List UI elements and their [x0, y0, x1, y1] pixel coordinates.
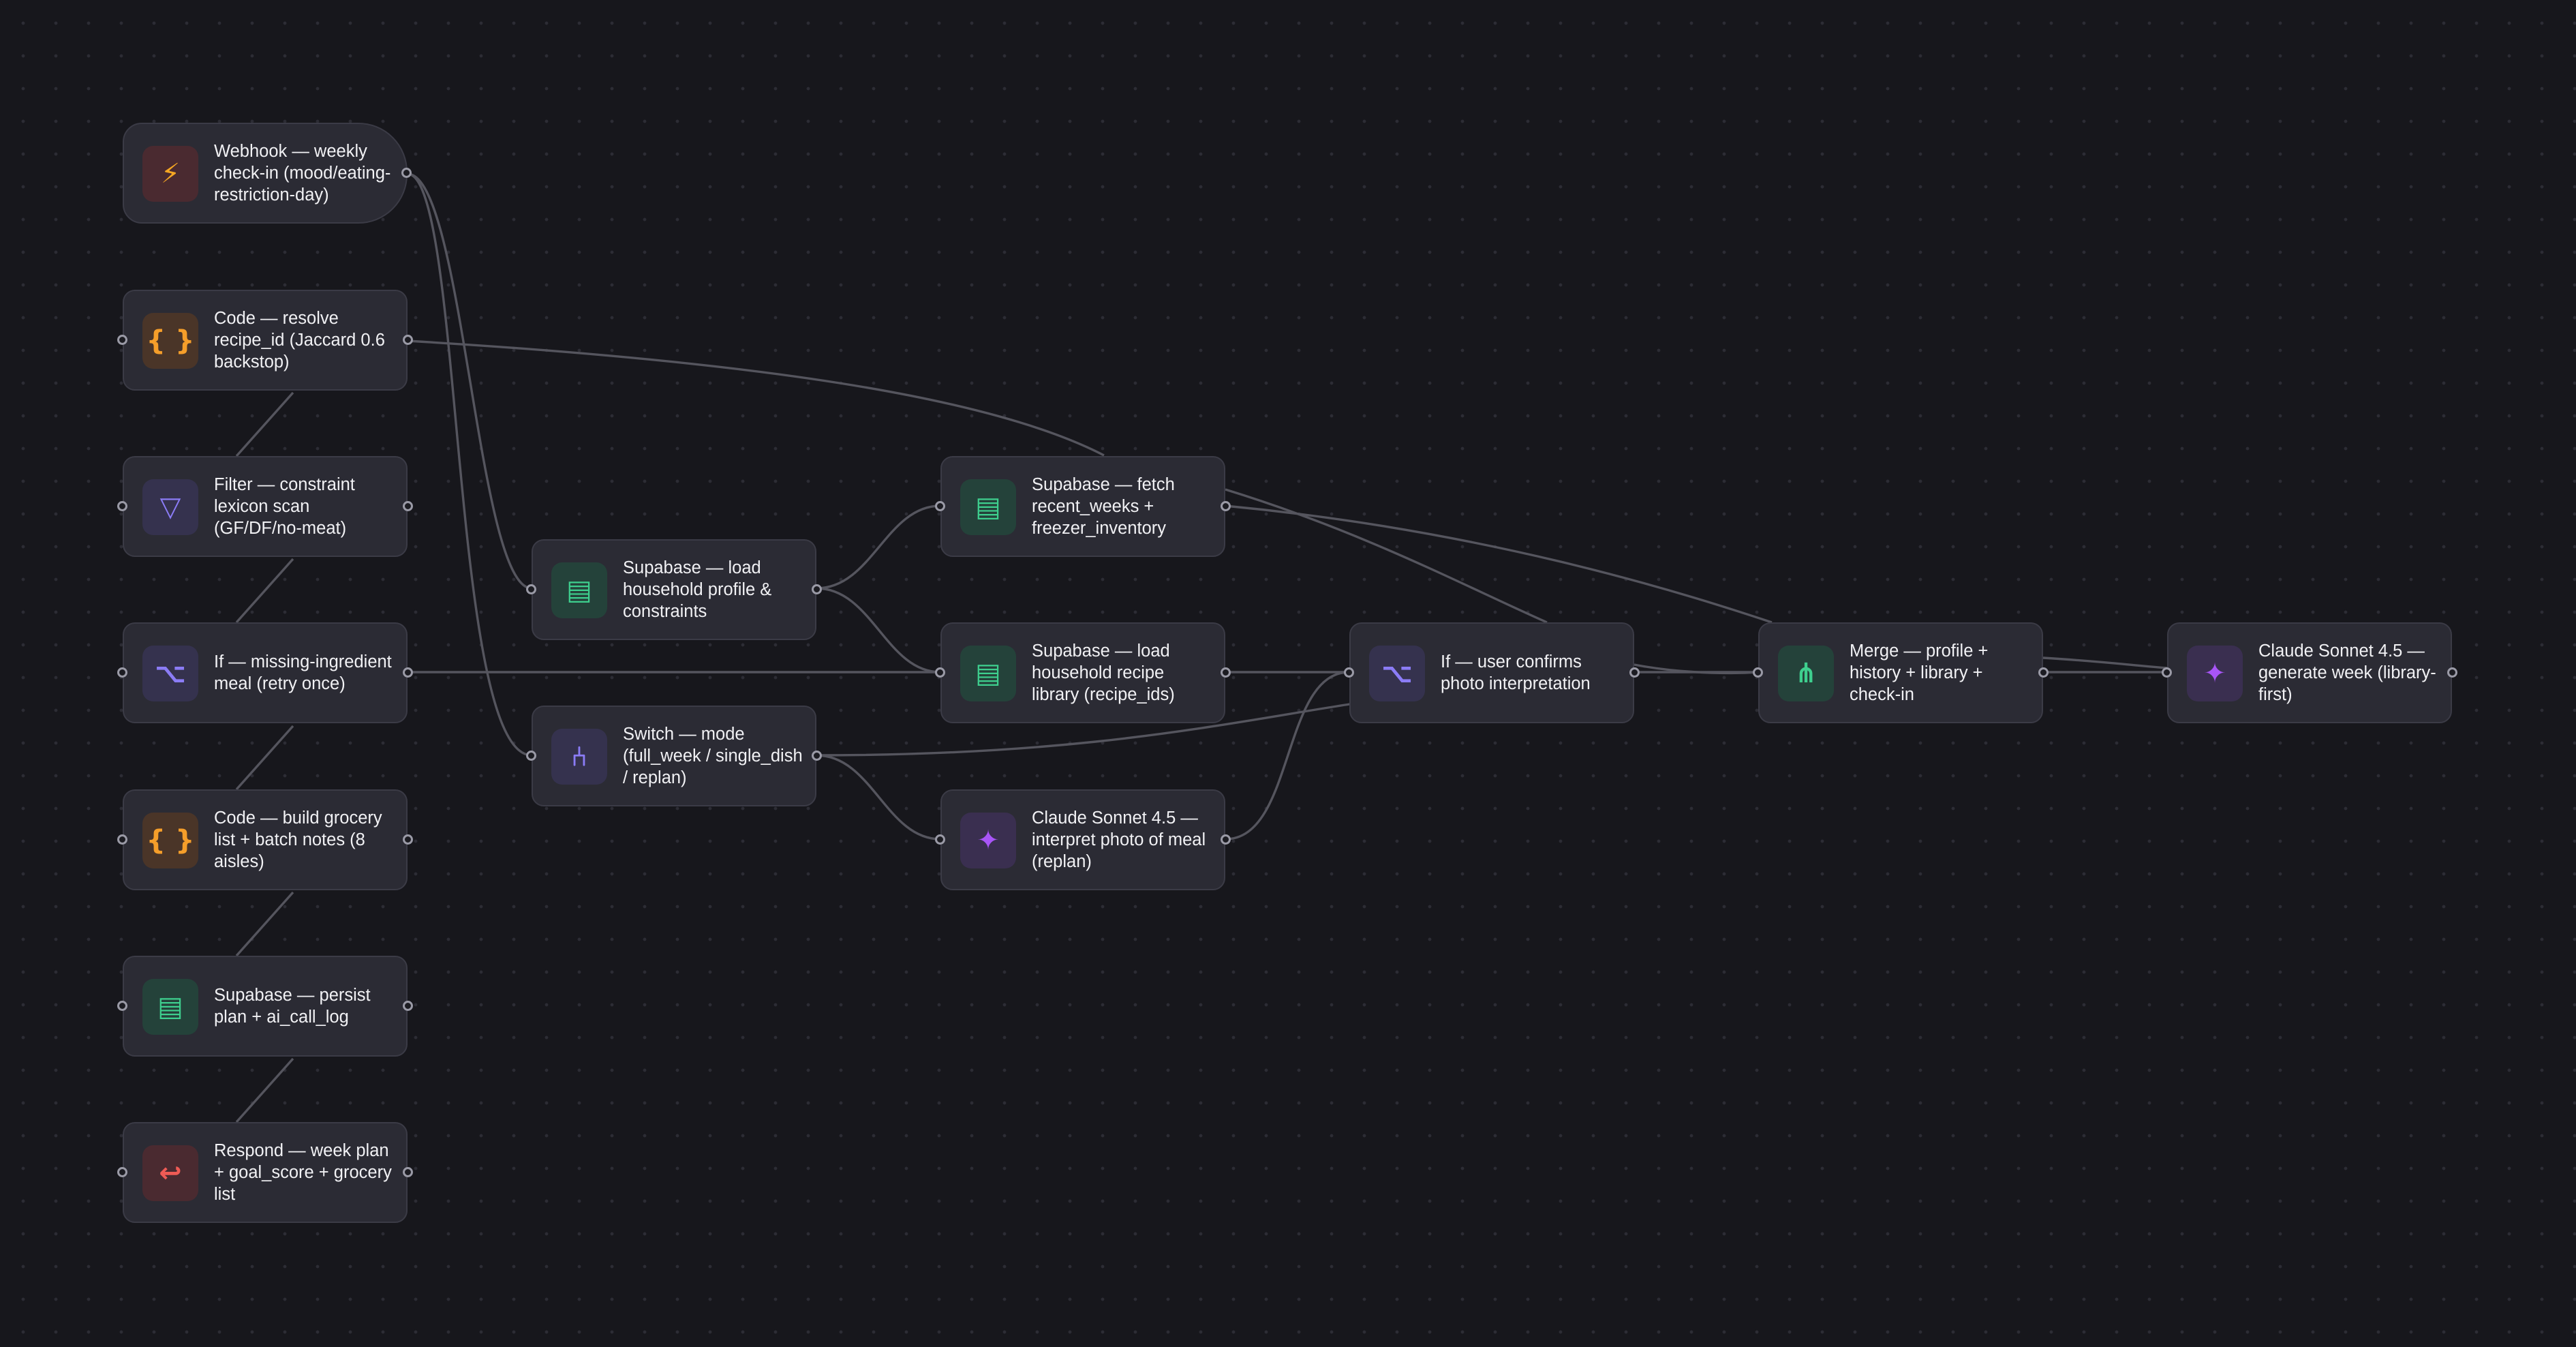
input-port[interactable]: [526, 584, 536, 594]
output-port[interactable]: [403, 667, 413, 678]
connection-load-profile-to-load-library: [816, 587, 941, 674]
output-port[interactable]: [1221, 834, 1231, 845]
database-table-icon: ▤: [960, 646, 1016, 701]
connection-grocery-to-persist: [235, 891, 294, 957]
input-port[interactable]: [935, 834, 945, 845]
database-table-icon: ▤: [142, 979, 198, 1035]
node-claude-sonnet-4-5-generate-week-library-first[interactable]: ✦ Claude Sonnet 4.5 — generate week (libr…: [2162, 622, 2457, 723]
node-respond-week-plan-goal-score-grocery-list[interactable]: ↩ Respond — week plan + goal_score + groc…: [117, 1122, 413, 1223]
node-label: Supabase — fetch recent_weeks + freezer_…: [1032, 475, 1175, 538]
connection-webhook-to-switch: [407, 172, 532, 757]
connection-confirm-photo-to-merge-2: [1634, 663, 1759, 675]
node-supabase-fetch-recent-weeks-freezer-inventory[interactable]: ▤ Supabase — fetch recent_weeks + freezer…: [935, 456, 1231, 557]
connection-interpret-photo-to-confirm-photo: [1225, 671, 1350, 841]
connection-filter-to-if: [235, 558, 294, 624]
input-port[interactable]: [1753, 667, 1763, 678]
node-label: Supabase — persist plan + ai_call_log: [214, 986, 371, 1027]
node-code-build-grocery-list-batch-notes-8-aisles[interactable]: { } Code — build grocery list + batch not…: [117, 789, 413, 890]
output-port[interactable]: [812, 584, 822, 594]
node-label: Switch — mode (full_week / single_dish /…: [623, 725, 803, 787]
code-braces-icon: { }: [142, 813, 198, 868]
node-label: If — user confirms photo interpretation: [1441, 652, 1591, 693]
connection-resolve-recipe-to-fetch-recent: [407, 339, 1105, 457]
return-arrow-icon: ↩: [142, 1145, 198, 1201]
node-supabase-load-household-recipe-library-recipe-id[interactable]: ▤ Supabase — load household recipe librar…: [935, 622, 1231, 723]
output-port[interactable]: [403, 1001, 413, 1011]
node-label: Claude Sonnet 4.5 — generate week (libra…: [2258, 641, 2436, 704]
input-port[interactable]: [117, 501, 127, 511]
node-label: Code — build grocery list + batch notes …: [214, 808, 382, 871]
output-port[interactable]: [1629, 667, 1640, 678]
input-port[interactable]: [526, 751, 536, 761]
input-port[interactable]: [935, 667, 945, 678]
node-switch-mode-full-week-single-dish-replan[interactable]: ⑃ Switch — mode (full_week / single_dish …: [526, 706, 822, 806]
branch-icon: ⌥: [1369, 646, 1425, 701]
connection-merge-to-generate-week-2: [2042, 656, 2168, 669]
node-label: Respond — week plan + goal_score + groce…: [214, 1141, 392, 1204]
connection-webhook-to-load-profile: [407, 172, 532, 590]
input-port[interactable]: [117, 667, 127, 678]
input-port[interactable]: [117, 1167, 127, 1177]
node-if-user-confirms-photo-interpretation[interactable]: ⌥ If — user confirms photo interpretation: [1344, 622, 1640, 723]
node-label: Merge — profile + history + library + ch…: [1850, 641, 1989, 704]
output-port[interactable]: [403, 1167, 413, 1177]
output-port[interactable]: [2447, 667, 2457, 678]
node-supabase-load-household-profile-constraints[interactable]: ▤ Supabase — load household profile & con…: [526, 539, 822, 640]
output-port[interactable]: [1221, 667, 1231, 678]
output-port[interactable]: [1221, 501, 1231, 511]
node-label: Webhook — weekly check-in (mood/eating-r…: [214, 142, 391, 205]
database-table-icon: ▤: [551, 562, 607, 618]
input-port[interactable]: [1344, 667, 1354, 678]
node-filter-constraint-lexicon-scan-gf-df-no-meat[interactable]: ▽ Filter — constraint lexicon scan (GF/DF…: [117, 456, 413, 557]
input-port[interactable]: [117, 834, 127, 845]
node-merge-profile-history-library-check-in[interactable]: ⋔ Merge — profile + history + library + c…: [1753, 622, 2049, 723]
connection-switch-to-interpret-photo: [816, 754, 941, 841]
connection-if-to-grocery: [235, 725, 294, 791]
output-port[interactable]: [403, 834, 413, 845]
node-label: Filter — constraint lexicon scan (GF/DF/…: [214, 475, 355, 538]
input-port[interactable]: [935, 501, 945, 511]
node-label: Code — resolve recipe_id (Jaccard 0.6 ba…: [214, 309, 385, 372]
node-label: If — missing-ingredient meal (retry once…: [214, 652, 392, 693]
connection-fetch-recent-to-merge: [1225, 504, 1773, 624]
output-port[interactable]: [812, 751, 822, 761]
sparkle-icon: ✦: [960, 813, 1016, 868]
node-claude-sonnet-4-5-interpret-photo-of-meal-replan[interactable]: ✦ Claude Sonnet 4.5 — interpret photo of …: [935, 789, 1231, 890]
node-if-missing-ingredient-meal-retry-once[interactable]: ⌥ If — missing-ingredient meal (retry onc…: [117, 622, 413, 723]
filter-icon: ▽: [142, 479, 198, 535]
merge-icon: ⋔: [1778, 646, 1834, 701]
input-port[interactable]: [117, 1001, 127, 1011]
input-port[interactable]: [2162, 667, 2172, 678]
branch-icon: ⌥: [142, 646, 198, 701]
connection-persist-to-respond: [235, 1057, 294, 1123]
switch-fork-icon: ⑃: [551, 729, 607, 785]
output-port[interactable]: [403, 501, 413, 511]
node-supabase-persist-plan-ai-call-log[interactable]: ▤ Supabase — persist plan + ai_call_log: [117, 956, 413, 1057]
code-braces-icon: { }: [142, 313, 198, 369]
output-port[interactable]: [401, 168, 412, 178]
lightning-icon: ⚡: [142, 146, 198, 202]
node-code-resolve-recipe-id-jaccard-0-6-backstop[interactable]: { } Code — resolve recipe_id (Jaccard 0.6…: [117, 290, 413, 391]
connection-resolve-to-filter: [235, 391, 294, 457]
node-label: Supabase — load household recipe library…: [1032, 641, 1175, 704]
connection-load-profile-to-fetch-recent: [816, 504, 941, 590]
node-label: Claude Sonnet 4.5 — interpret photo of m…: [1032, 808, 1206, 871]
input-port[interactable]: [117, 335, 127, 345]
node-label: Supabase — load household profile & cons…: [623, 558, 772, 621]
sparkle-icon: ✦: [2187, 646, 2243, 701]
output-port[interactable]: [2038, 667, 2049, 678]
database-table-icon: ▤: [960, 479, 1016, 535]
output-port[interactable]: [403, 335, 413, 345]
node-webhook-weekly-check-in-mood-eating-restriction-[interactable]: ⚡ Webhook — weekly check-in (mood/eating-…: [123, 123, 412, 224]
connection-fetch-recent-to-merge-2: [1225, 488, 1548, 624]
